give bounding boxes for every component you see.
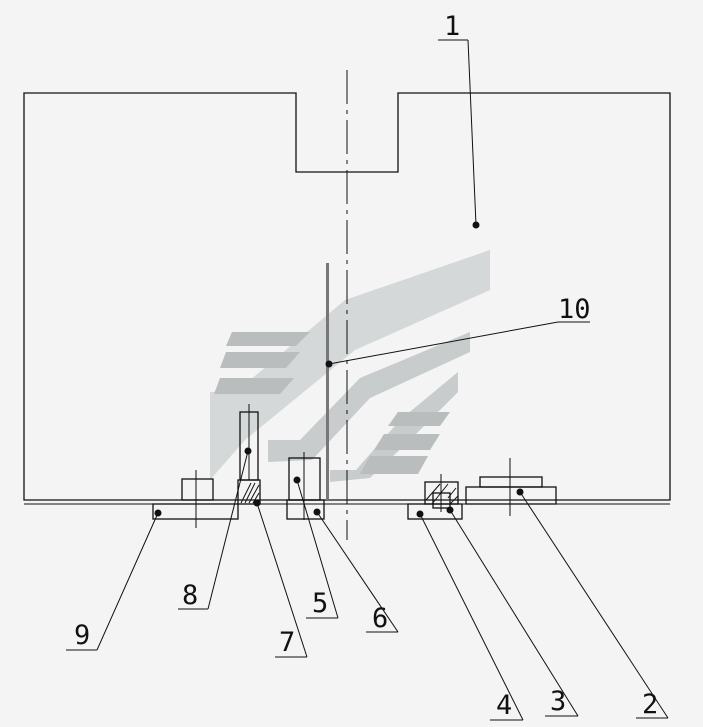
watermark-logo	[210, 250, 490, 482]
label-2: 2	[642, 689, 658, 720]
callout-4: 4	[416, 510, 524, 721]
label-9: 9	[74, 620, 90, 651]
watermark-bar-6	[360, 456, 428, 474]
watermark-chevron-middle	[268, 332, 470, 462]
watermark-chevron-bottom	[330, 372, 458, 482]
part-10-rod	[326, 263, 329, 500]
part-5-6-block	[286, 452, 325, 520]
label-3: 3	[550, 686, 566, 717]
callout-1: 1	[438, 11, 480, 229]
watermark-bar-4	[388, 412, 450, 426]
label-5: 5	[312, 588, 328, 619]
part-3-4-nut	[407, 474, 463, 520]
label-10: 10	[558, 294, 591, 325]
callout-5: 5	[293, 476, 339, 619]
label-4: 4	[496, 690, 512, 721]
label-8: 8	[182, 580, 198, 611]
label-1: 1	[444, 11, 460, 42]
watermark-bar-3	[214, 378, 294, 394]
label-7: 7	[279, 627, 295, 658]
watermark-bar-1	[226, 332, 310, 346]
label-6: 6	[372, 603, 388, 634]
watermark-bar-2	[220, 352, 300, 368]
watermark-chevron-top	[210, 250, 490, 480]
callout-2: 2	[516, 488, 669, 720]
callout-3: 3	[446, 506, 579, 717]
callout-10: 10	[325, 294, 591, 368]
part-2-flange	[465, 458, 557, 516]
callout-9: 9	[66, 509, 162, 651]
housing-outline	[23, 92, 671, 501]
callout-8: 8	[178, 447, 252, 611]
callout-6: 6	[313, 508, 399, 634]
part-9-bracket	[152, 470, 239, 528]
callout-7: 7	[253, 499, 308, 658]
watermark-bar-5	[374, 434, 440, 450]
